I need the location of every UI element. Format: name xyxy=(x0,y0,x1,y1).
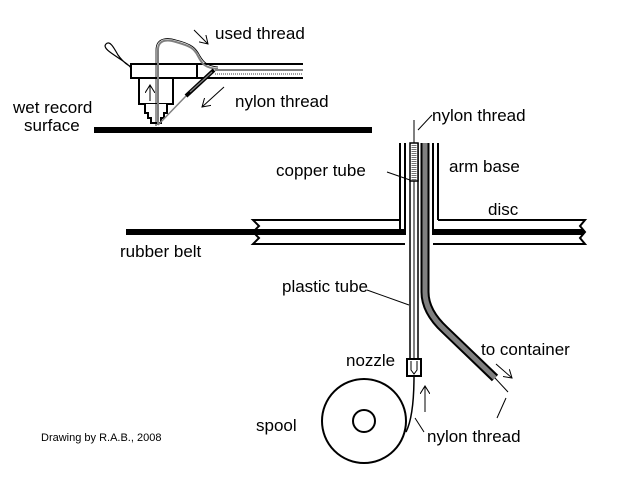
spool-hub xyxy=(352,409,376,433)
arm-base xyxy=(399,143,439,230)
label-to-container: to container xyxy=(481,340,570,359)
cleaning-head-inset: used thread nylon thread wet record surf… xyxy=(12,24,372,135)
label-copper-tube: copper tube xyxy=(276,161,366,180)
belt-right xyxy=(432,229,584,235)
copper-tube xyxy=(409,142,419,182)
nylon-thread-arrow-icon xyxy=(202,86,225,107)
leader-nylon-bottom-right xyxy=(496,397,507,419)
spool-outer xyxy=(321,378,407,464)
leader-nylon-bottom xyxy=(414,417,425,433)
leader-plastic-tube xyxy=(366,289,410,306)
label-rubber-belt: rubber belt xyxy=(120,242,202,261)
feed-tube-inner xyxy=(189,71,213,93)
credit-text: Drawing by R.A.B., 2008 xyxy=(41,432,161,444)
label-plastic-tube: plastic tube xyxy=(282,277,368,296)
nylon-thread-diagonal xyxy=(157,95,187,126)
label-nylon-thread-arm: nylon thread xyxy=(432,106,526,125)
to-container-arrow-icon xyxy=(495,363,512,378)
spool xyxy=(321,378,407,464)
leader-copper-tube xyxy=(386,171,411,181)
used-thread-arrow-icon xyxy=(193,29,208,44)
cable xyxy=(104,42,135,69)
arm-body xyxy=(130,63,198,79)
label-nylon-thread-top: nylon thread xyxy=(235,92,329,111)
label-arm-base: arm base xyxy=(449,157,520,176)
leader-nylon-arm xyxy=(417,114,433,131)
nozzle-inner xyxy=(410,361,418,375)
label-disc: disc xyxy=(488,200,519,219)
used-thread-loop-outline xyxy=(155,38,219,126)
record-surface xyxy=(94,127,372,133)
return-hose xyxy=(420,143,512,393)
used-thread-loop xyxy=(157,39,219,125)
label-spool: spool xyxy=(256,416,297,435)
return-hose-fill xyxy=(422,143,497,380)
rubber-belt xyxy=(126,229,584,235)
label-nozzle: nozzle xyxy=(346,351,395,370)
label-wet-record-2: surface xyxy=(24,116,80,135)
thread-from-spool xyxy=(405,375,415,433)
nozzle xyxy=(406,358,422,377)
return-thread-end xyxy=(494,377,509,393)
label-nylon-thread-bottom: nylon thread xyxy=(427,427,521,446)
disc-right xyxy=(433,219,588,245)
label-wet-record-1: wet record xyxy=(12,98,92,117)
belt-left xyxy=(126,229,406,235)
label-used-thread: used thread xyxy=(215,24,305,43)
